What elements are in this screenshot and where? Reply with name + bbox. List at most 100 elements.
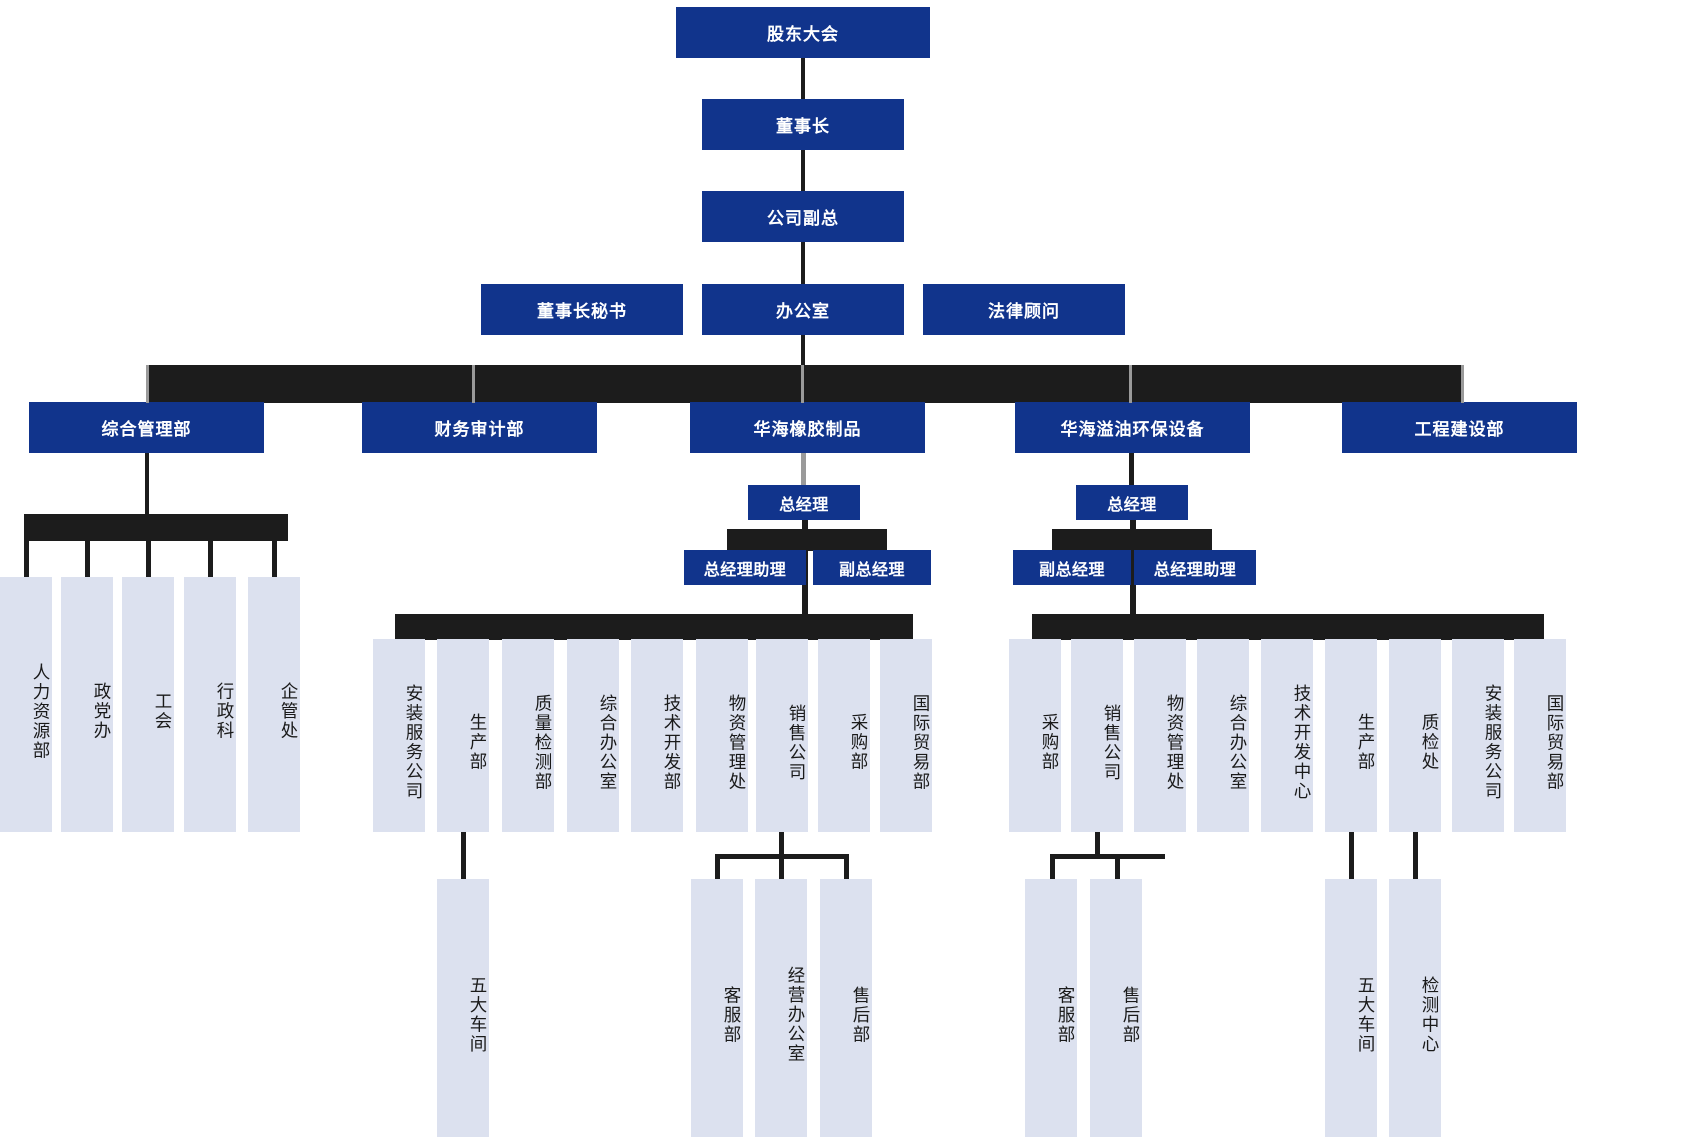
leaf-rubber-general-office[interactable]: 综合办公室 <box>567 639 619 832</box>
node-rubber-general-manager[interactable]: 总经理 <box>748 485 860 520</box>
connector-tick-division-2 <box>472 365 475 403</box>
connector-oilspill-sales-child-1 <box>1050 854 1055 879</box>
leaf-rubber-installation-service[interactable]: 安装服务公司 <box>373 639 425 832</box>
connector-bar-divisions <box>148 365 1464 403</box>
leaf-party-affairs-office[interactable]: 政党办 <box>61 577 113 832</box>
leaf-rubber-tech-development[interactable]: 技术开发部 <box>631 639 683 832</box>
connector-oilspill-dept-7 <box>1414 614 1419 658</box>
node-office[interactable]: 办公室 <box>702 284 904 335</box>
leaf-rubber-materials-management[interactable]: 物资管理处 <box>696 639 748 832</box>
division-box-oilspill-equipment[interactable]: 华海溢油环保设备 <box>1015 402 1250 453</box>
leaf-rubber-quality-inspection[interactable]: 质量检测部 <box>502 639 554 832</box>
connector-rubber-dept-5 <box>657 614 662 658</box>
node-rubber-deputy-gm[interactable]: 副总经理 <box>813 550 931 585</box>
connector-rubber-dept-7 <box>781 614 786 658</box>
leaf-rubber-international-trade[interactable]: 国际贸易部 <box>880 639 932 832</box>
leaf-administration-section[interactable]: 行政科 <box>184 577 236 832</box>
connector-oilspill-dept-4 <box>1222 614 1227 658</box>
leaf-oilspill-international-trade[interactable]: 国际贸易部 <box>1514 639 1566 832</box>
connector-rubber-dept-6 <box>722 614 727 658</box>
node-oilspill-gm-assistant[interactable]: 总经理助理 <box>1134 550 1256 585</box>
connector-rubber-dept-8 <box>843 614 848 658</box>
node-oilspill-general-manager[interactable]: 总经理 <box>1076 485 1188 520</box>
leaf-oilspill-testing-center[interactable]: 检测中心 <box>1389 879 1441 1137</box>
leaf-oilspill-sales-company[interactable]: 销售公司 <box>1071 639 1123 832</box>
division-box-engineering-construction[interactable]: 工程建设部 <box>1342 402 1577 453</box>
connector-rubber-dept-3 <box>528 614 533 658</box>
node-shareholders-meeting[interactable]: 股东大会 <box>676 7 930 58</box>
connector-chairman-to-vp <box>801 150 805 192</box>
connector-gm-child-3 <box>146 514 151 578</box>
leaf-oilspill-customer-service[interactable]: 客服部 <box>1025 879 1077 1137</box>
connector-oilspill-to-dept-bar <box>1130 550 1136 616</box>
connector-gm-child-2 <box>85 514 90 578</box>
connector-rubber-sales-child-3 <box>844 854 849 879</box>
leaf-rubber-after-sales[interactable]: 售后部 <box>820 879 872 1137</box>
node-rubber-gm-assistant[interactable]: 总经理助理 <box>684 550 806 585</box>
connector-tick-division-5 <box>1461 365 1464 403</box>
connector-rubber-sales-child-1 <box>715 854 720 879</box>
connector-general-management-down <box>145 453 149 515</box>
connector-rubber-dept-9 <box>906 614 911 658</box>
connector-oilspill-sales-child-2 <box>1115 854 1120 879</box>
leaf-rubber-customer-service[interactable]: 客服部 <box>691 879 743 1137</box>
connector-oilspill-dept-1 <box>1033 614 1038 658</box>
connector-gm-child-1 <box>24 514 29 578</box>
division-box-rubber-products[interactable]: 华海橡胶制品 <box>690 402 925 453</box>
connector-oilspill-to-gm <box>1129 453 1134 486</box>
leaf-oilspill-five-workshops[interactable]: 五大车间 <box>1325 879 1377 1137</box>
connector-rubber-dept-2 <box>462 614 467 658</box>
leaf-rubber-operations-office[interactable]: 经营办公室 <box>755 879 807 1137</box>
node-oilspill-deputy-gm[interactable]: 副总经理 <box>1013 550 1131 585</box>
connector-oilspill-dept-2 <box>1095 614 1100 658</box>
connector-tick-division-1 <box>146 365 149 403</box>
division-box-finance-audit[interactable]: 财务审计部 <box>362 402 597 453</box>
connector-oilspill-dept-8 <box>1477 614 1482 658</box>
connector-shareholders-to-chairman <box>801 58 805 100</box>
connector-tick-division-4 <box>1129 365 1132 403</box>
division-box-general-management[interactable]: 综合管理部 <box>29 402 264 453</box>
connector-oilspill-sales-hbar <box>1050 854 1165 859</box>
leaf-oilspill-tech-development-center[interactable]: 技术开发中心 <box>1261 639 1313 832</box>
connector-oilspill-dept-6 <box>1350 614 1355 658</box>
leaf-oilspill-production[interactable]: 生产部 <box>1325 639 1377 832</box>
node-chairman[interactable]: 董事长 <box>702 99 904 150</box>
leaf-oilspill-after-sales[interactable]: 售后部 <box>1090 879 1142 1137</box>
leaf-oilspill-installation-service[interactable]: 安装服务公司 <box>1452 639 1504 832</box>
connector-vp-to-office <box>801 242 805 285</box>
leaf-labor-union[interactable]: 工会 <box>122 577 174 832</box>
connector-rubber-sales-child-2 <box>779 854 784 879</box>
connector-rubber-sales-down <box>779 832 784 858</box>
connector-bar-general-management <box>24 514 288 541</box>
connector-rubber-dept-1 <box>396 614 401 658</box>
leaf-enterprise-management-office[interactable]: 企管处 <box>248 577 300 832</box>
node-vice-president[interactable]: 公司副总 <box>702 191 904 242</box>
connector-oilspill-dept-3 <box>1159 614 1164 658</box>
leaf-oilspill-general-office[interactable]: 综合办公室 <box>1197 639 1249 832</box>
connector-oilspill-gm-down <box>1130 520 1136 552</box>
leaf-rubber-production[interactable]: 生产部 <box>437 639 489 832</box>
connector-oilspill-dept-5 <box>1287 614 1292 658</box>
leaf-oilspill-materials-management[interactable]: 物资管理处 <box>1134 639 1186 832</box>
leaf-human-resources[interactable]: 人力资源部 <box>0 577 52 832</box>
leaf-rubber-five-workshops[interactable]: 五大车间 <box>437 879 489 1137</box>
connector-tick-division-3 <box>801 365 804 403</box>
leaf-oilspill-procurement[interactable]: 采购部 <box>1009 639 1061 832</box>
connector-office-to-division-bar <box>801 335 805 368</box>
connector-gm-child-4 <box>208 514 213 578</box>
leaf-rubber-sales-company[interactable]: 销售公司 <box>756 639 808 832</box>
node-legal-counsel[interactable]: 法律顾问 <box>923 284 1125 335</box>
connector-oilspill-qc-to-testing-center <box>1413 832 1418 880</box>
connector-rubber-to-gm <box>801 453 806 486</box>
connector-rubber-dept-4 <box>593 614 598 658</box>
leaf-rubber-procurement[interactable]: 采购部 <box>818 639 870 832</box>
connector-bar-rubber-departments <box>395 614 913 640</box>
connector-oilspill-sales-down <box>1095 832 1100 858</box>
connector-oilspill-dept-9 <box>1539 614 1544 658</box>
connector-rubber-production-to-workshops <box>461 832 466 880</box>
node-chairman-secretary[interactable]: 董事长秘书 <box>481 284 683 335</box>
connector-oilspill-production-to-workshops <box>1349 832 1354 880</box>
connector-gm-child-5 <box>272 514 277 578</box>
leaf-oilspill-quality-inspection[interactable]: 质检处 <box>1389 639 1441 832</box>
